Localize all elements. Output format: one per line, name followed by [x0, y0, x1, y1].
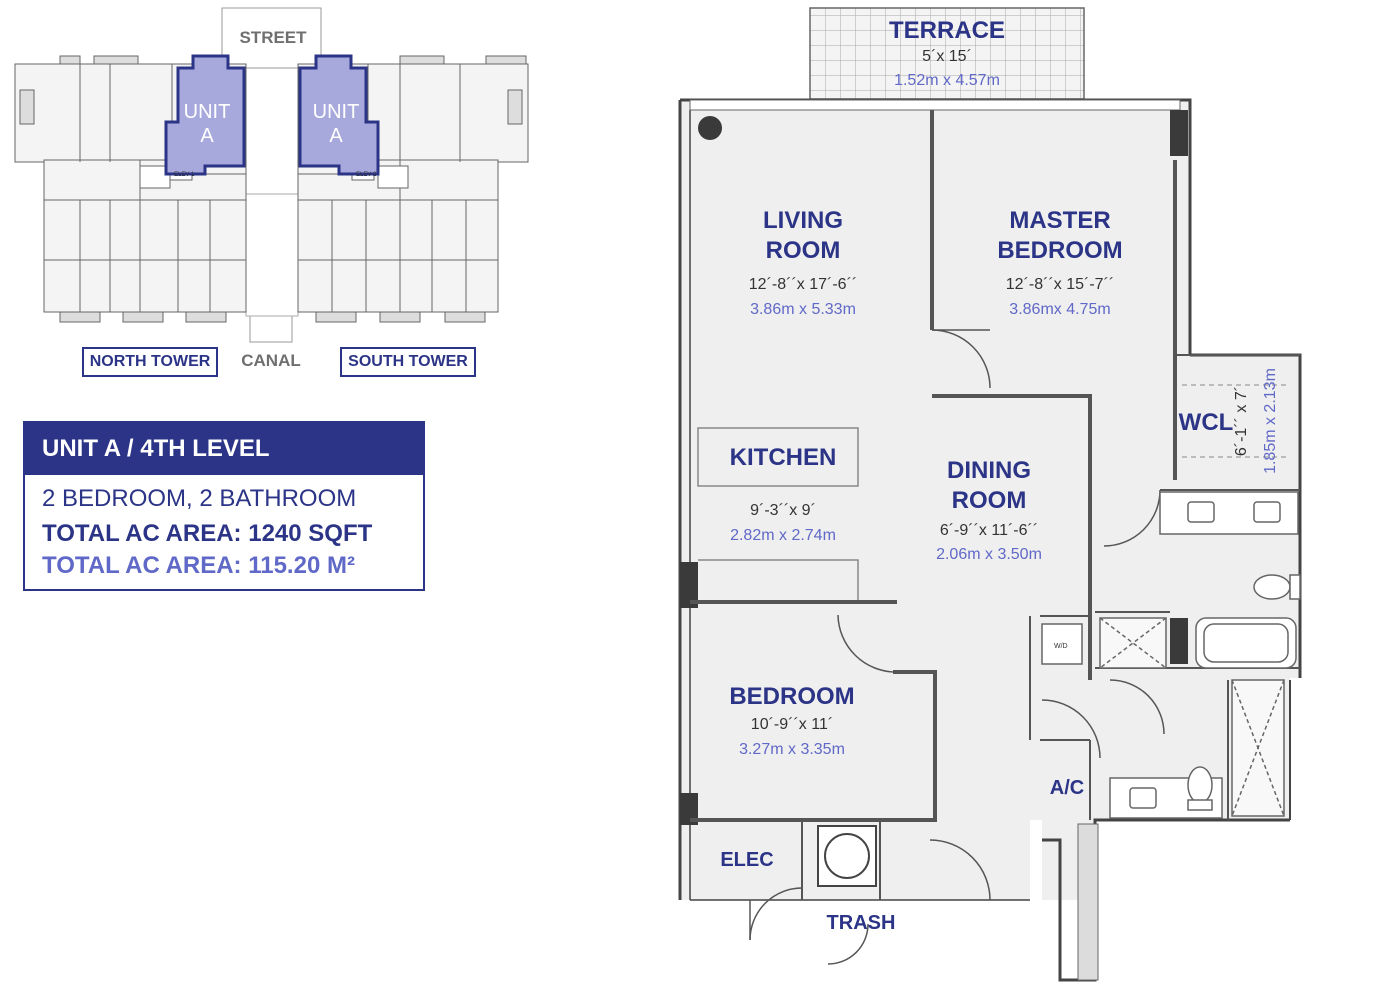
wcl-dim-m: 1.85m x 2.13m	[1262, 368, 1279, 474]
glazing-top	[689, 99, 1181, 111]
south-tower-label: SOUTH TOWER	[340, 347, 476, 377]
column-w2	[680, 793, 698, 825]
door-swings	[749, 329, 1165, 965]
unit-area-sqft: TOTAL AC AREA: 1240 SQFT	[42, 520, 373, 547]
master-bedroom-name: MASTER BEDROOM	[997, 207, 1123, 264]
unit-a-highlight-north	[164, 54, 246, 176]
master-bath-fixtures	[1099, 491, 1301, 669]
bedroom-name: BEDROOM	[729, 683, 855, 710]
unit-info-box: UNIT A / 4TH LEVEL 2 BEDROOM, 2 BATHROOM…	[23, 421, 425, 591]
bedroom-dim-ft: 10´-9´´x 11´	[750, 716, 834, 733]
column-w1	[680, 562, 698, 608]
unit-bed-bath: 2 BEDROOM, 2 BATHROOM	[42, 485, 357, 512]
street-corridor	[221, 7, 322, 69]
kitchen-name: KITCHEN	[729, 444, 837, 471]
terrace-dim-m: 1.52m x 4.57m	[894, 72, 1000, 89]
column-ne	[1170, 110, 1188, 156]
wcl-dim-ft: 6´-1´´ x 7´	[1233, 385, 1250, 457]
key-plan: ELEV 1 ELEV 2	[14, 7, 529, 343]
dining-room-dim-m: 2.06m x 3.50m	[936, 546, 1042, 563]
living-room-name: LIVING ROOM	[762, 207, 843, 264]
kitchen-counters	[697, 427, 859, 600]
unit-a-label-north: UNIT A	[183, 101, 231, 147]
ac-name: A/C	[1049, 777, 1085, 799]
trash-chute	[817, 825, 877, 887]
master-bedroom-dim-m: 3.86mx 4.75m	[1009, 301, 1111, 318]
column-wcl	[1170, 618, 1188, 664]
terrace-dim-ft: 5´x 15´	[922, 48, 972, 65]
trash-name: TRASH	[826, 912, 896, 934]
canal-label: CANAL	[241, 351, 301, 370]
corner-column	[698, 116, 722, 140]
living-room-dim-ft: 12´-8´´x 17´-6´´	[748, 276, 858, 293]
unit-a-highlight-south	[298, 54, 380, 176]
elec-name: ELEC	[720, 849, 774, 871]
canal-corridor	[249, 311, 293, 343]
unit-floor	[680, 100, 1300, 900]
unit-info-title: UNIT A / 4TH LEVEL	[25, 423, 423, 475]
exterior-walls	[678, 98, 1302, 982]
bedroom-dim-m: 3.27m x 3.35m	[739, 741, 845, 758]
wall-strip	[1077, 823, 1099, 981]
second-bath-fixtures	[1109, 679, 1285, 819]
wd-label: W/D	[1054, 643, 1068, 650]
kitchen-dim-m: 2.82m x 2.74m	[730, 527, 836, 544]
dining-room-name: DINING ROOM	[947, 457, 1031, 514]
washer-dryer	[1041, 623, 1083, 665]
unit-a-label-south: UNIT A	[312, 101, 360, 147]
wcl-shelves	[1182, 384, 1290, 458]
central-corridor	[245, 193, 299, 317]
dining-room-dim-ft: 6´-9´´x 11´-6´´	[939, 522, 1039, 539]
unit-area-m2: TOTAL AC AREA: 115.20 M²	[42, 552, 355, 579]
master-bedroom-dim-ft: 12´-8´´x 15´-7´´	[1005, 276, 1115, 293]
interior-walls	[690, 110, 1300, 900]
elev-1-label: ELEV 1	[174, 172, 195, 178]
elev-2-label: ELEV 2	[356, 172, 377, 178]
kitchen-dim-ft: 9´-3´´x 9´	[750, 502, 816, 519]
terrace-name: TERRACE	[888, 17, 1005, 44]
wcl-name: WCL	[1178, 409, 1234, 436]
terrace-grid	[809, 7, 1085, 100]
street-label: STREET	[239, 28, 307, 47]
living-room-dim-m: 3.86m x 5.33m	[750, 301, 856, 318]
north-tower-label: NORTH TOWER	[82, 347, 218, 377]
